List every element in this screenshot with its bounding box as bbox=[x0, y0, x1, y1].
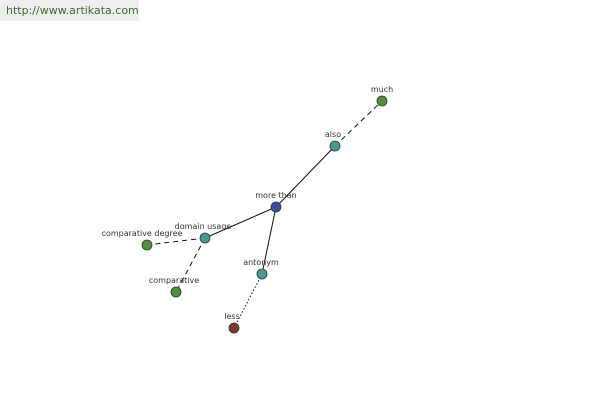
node-label-much[interactable]: much bbox=[371, 85, 393, 94]
node-comparative[interactable]: comparative bbox=[149, 276, 199, 298]
edge-more-than-to-domain-usage bbox=[204, 206, 277, 239]
edge-domain-usage-to-comparative bbox=[175, 237, 206, 293]
node-label-less[interactable]: less bbox=[224, 312, 239, 321]
edge-domain-usage-to-comparative-degree bbox=[146, 237, 206, 246]
node-label-domain-usage[interactable]: domain usage bbox=[175, 222, 232, 231]
node-more-than[interactable]: more than bbox=[255, 191, 297, 213]
edge-also-to-much bbox=[334, 100, 383, 147]
node-dot-antonym[interactable] bbox=[256, 268, 268, 280]
node-label-antonym[interactable]: antonym bbox=[243, 258, 279, 267]
node-dot-much[interactable] bbox=[376, 95, 388, 107]
node-label-comparative[interactable]: comparative bbox=[149, 276, 199, 285]
node-also[interactable]: also bbox=[325, 130, 341, 152]
edge-more-than-to-antonym bbox=[261, 206, 277, 275]
node-dot-comparative[interactable] bbox=[170, 286, 182, 298]
node-dot-also[interactable] bbox=[329, 140, 341, 152]
edge-more-than-to-also bbox=[275, 145, 336, 208]
node-dot-comparative-degree[interactable] bbox=[141, 239, 153, 251]
node-comparative-degree[interactable]: comparative degree bbox=[102, 229, 183, 251]
node-much[interactable]: much bbox=[371, 85, 393, 107]
edges-layer bbox=[146, 100, 383, 329]
node-dot-domain-usage[interactable] bbox=[199, 232, 211, 244]
node-dot-less[interactable] bbox=[228, 322, 240, 334]
node-less[interactable]: less bbox=[224, 312, 240, 334]
node-label-comparative-degree[interactable]: comparative degree bbox=[102, 229, 183, 238]
node-dot-more-than[interactable] bbox=[270, 201, 282, 213]
node-antonym[interactable]: antonym bbox=[243, 258, 279, 280]
node-domain-usage[interactable]: domain usage bbox=[175, 222, 232, 244]
node-label-also[interactable]: also bbox=[325, 130, 341, 139]
site-url[interactable]: http://www.artikata.com bbox=[0, 0, 139, 21]
node-label-more-than[interactable]: more than bbox=[255, 191, 296, 200]
